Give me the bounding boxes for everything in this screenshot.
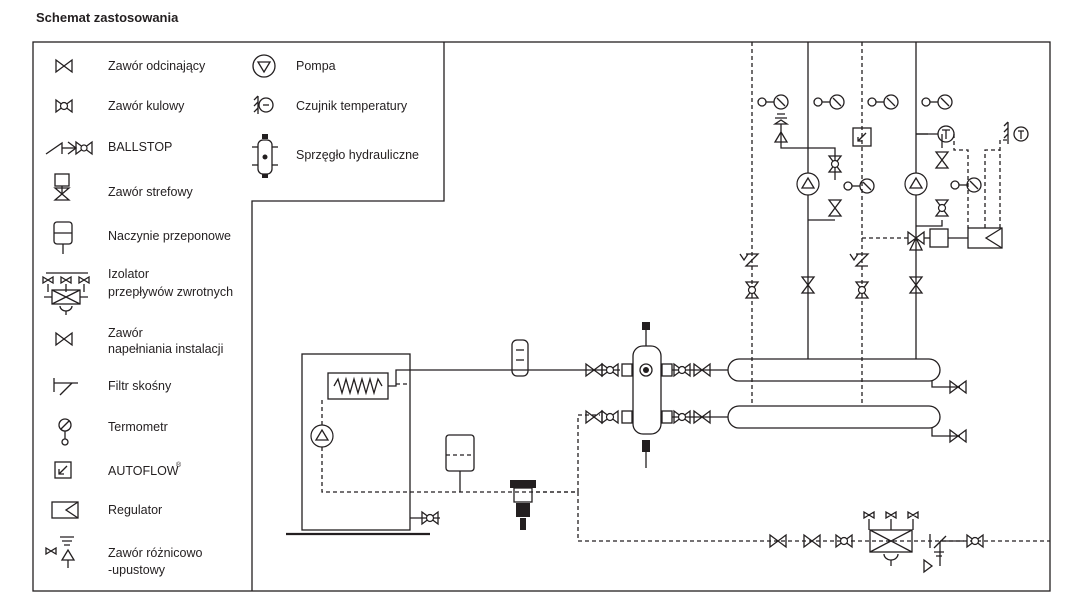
legend-strainer: Filtr skośny [108, 379, 172, 393]
legend-autoflow: AUTOFLOW [108, 464, 179, 478]
legend-expansion-vessel: Naczynie przeponowe [108, 229, 231, 243]
legend-autoflow-mark: ® [176, 461, 182, 469]
legend-shutoff-valve: Zawór odcinający [108, 59, 206, 73]
legend-fill-valve-2: napełniania instalacji [108, 342, 223, 356]
legend-regulator: Regulator [108, 503, 162, 517]
legend-diff-valve-1: Zawór różnicowo [108, 546, 203, 560]
legend-backflow-isolator-1: Izolator [108, 267, 149, 281]
legend-ball-valve: Zawór kulowy [108, 99, 185, 113]
legend-hydraulic-separator: Sprzęgło hydrauliczne [296, 148, 419, 162]
legend-diff-valve-2: -upustowy [108, 563, 166, 577]
legend-zone-valve: Zawór strefowy [108, 185, 193, 199]
legend-pump: Pompa [296, 59, 336, 73]
legend-fill-valve-1: Zawór [108, 326, 143, 340]
legend-backflow-isolator-2: przepływów zwrotnych [108, 285, 233, 299]
legend-thermometer: Termometr [108, 420, 168, 434]
legend-ballstop: BALLSTOP [108, 140, 172, 154]
diagram-title: Schemat zastosowania [36, 10, 179, 25]
legend-temp-sensor: Czujnik temperatury [296, 99, 408, 113]
